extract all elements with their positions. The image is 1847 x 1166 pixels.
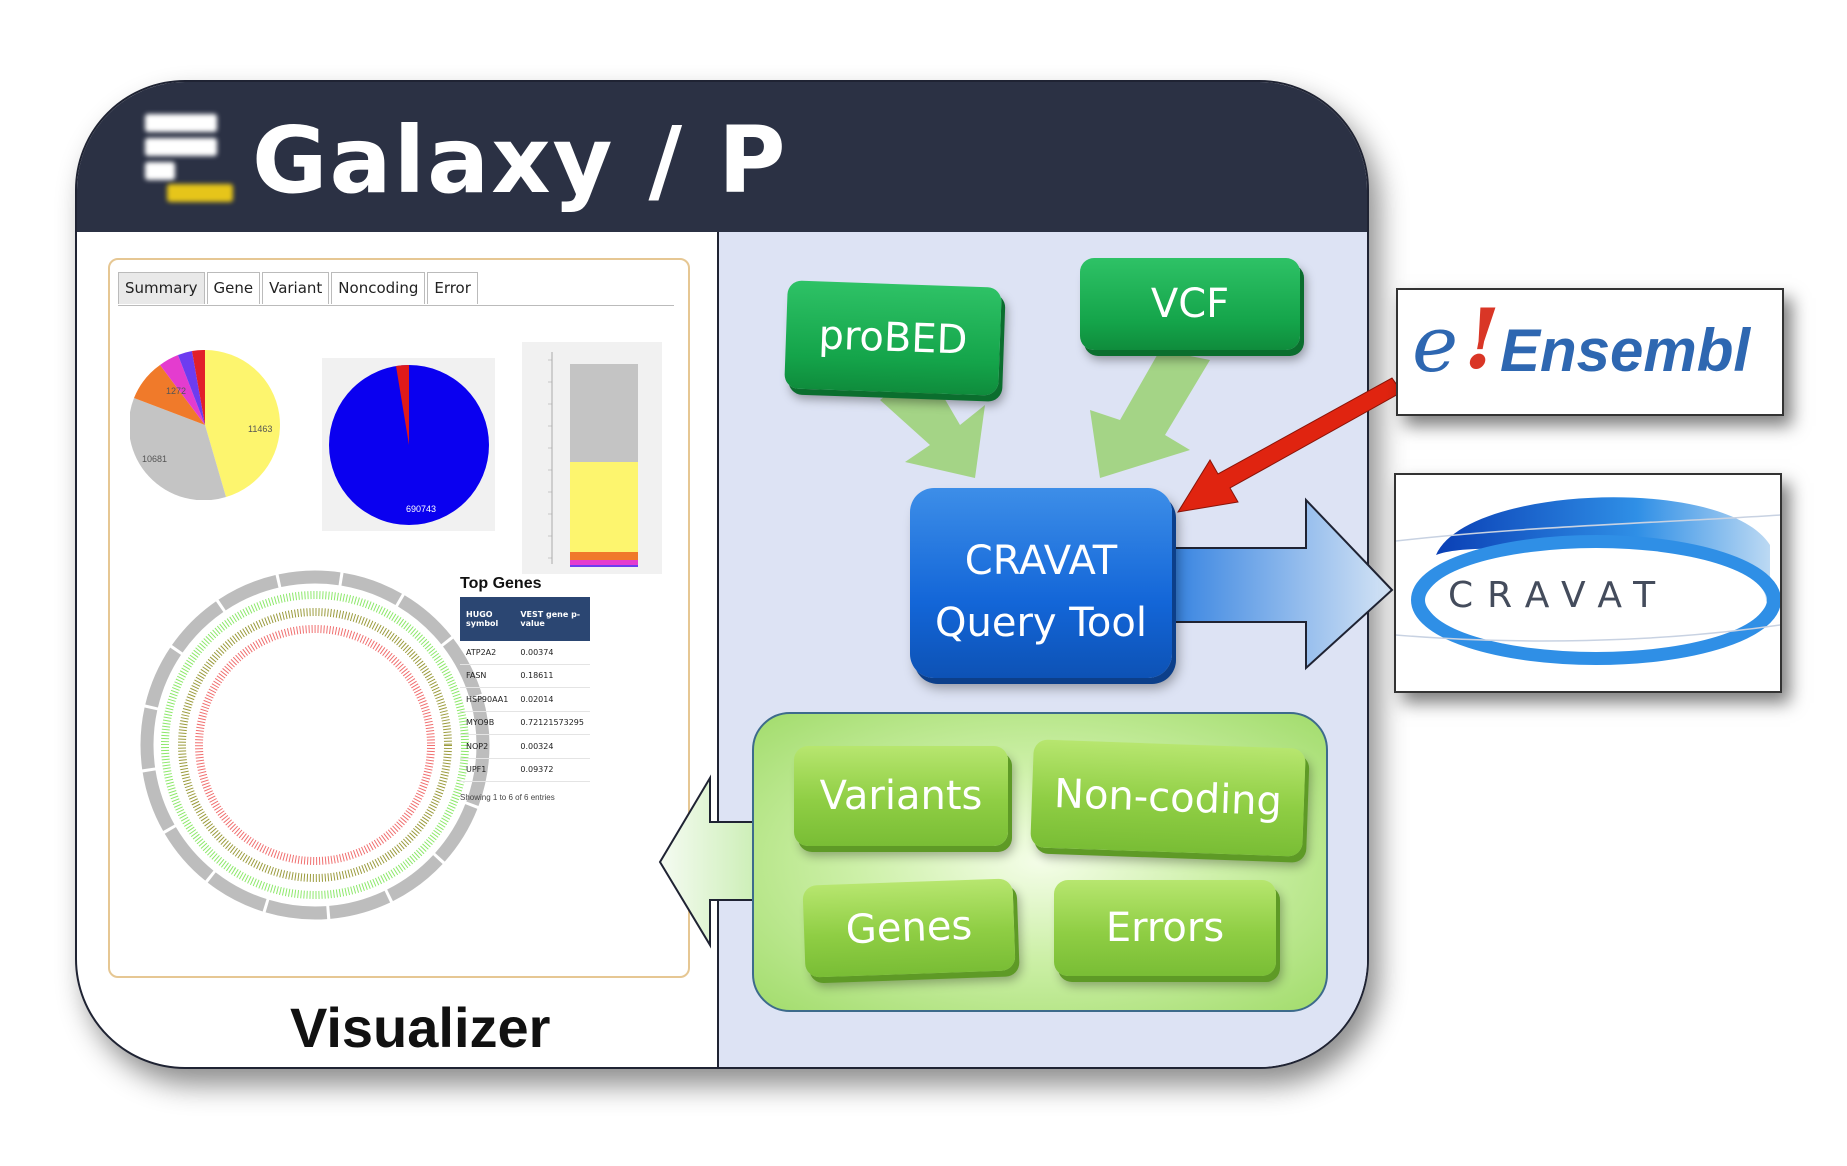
cravat-query-tool-box[interactable]: CRAVAT Query Tool	[910, 488, 1172, 678]
pie-label-1272: 1272	[166, 386, 186, 396]
track-olive	[178, 608, 452, 882]
top-genes-title: Top Genes	[460, 575, 542, 592]
cell-gene: ATP2A2	[460, 641, 515, 665]
visualizer-tabs: Summary Gene Variant Noncoding Error	[118, 272, 480, 304]
cell-pvalue: 0.00324	[514, 734, 590, 759]
column-header-hugo[interactable]: HUGO symbol	[460, 597, 515, 641]
pie-chart-summary: 11463 10681 1272	[130, 350, 280, 500]
pie-slice-gray	[130, 398, 226, 500]
visualizer-label: Visualizer	[290, 996, 551, 1059]
bar-segment-magenta	[570, 560, 638, 565]
cell-pvalue: 0.00374	[514, 641, 590, 665]
cell-pvalue: 0.18611	[514, 664, 590, 688]
cell-pvalue: 0.72121573295	[514, 711, 590, 735]
circos-center	[209, 639, 421, 851]
pie-slice-red	[396, 364, 409, 445]
tab-error[interactable]: Error	[427, 272, 478, 304]
table-footer: Showing 1 to 6 of 6 entries	[460, 793, 555, 802]
cell-gene: MYO9B	[460, 711, 515, 735]
ensembl-wordmark: Ensembl	[1500, 317, 1751, 384]
visualizer-card: Summary Gene Variant Noncoding Error 114…	[108, 258, 690, 978]
arrow-tool-to-cravat	[1159, 497, 1394, 671]
ensembl-logo-box: e ! Ensembl	[1396, 288, 1784, 416]
tab-variant[interactable]: Variant	[262, 272, 330, 304]
genes-output-box[interactable]: Genes	[802, 878, 1016, 978]
cell-gene: FASN	[460, 664, 515, 688]
variants-output-box[interactable]: Variants	[794, 746, 1008, 846]
arrow-ensembl-to-tool	[1176, 377, 1403, 513]
pie-label-11463: 11463	[248, 424, 272, 434]
cell-pvalue: 0.09372	[514, 758, 590, 782]
pie-label-10681: 10681	[142, 454, 167, 464]
track-red	[195, 625, 435, 865]
cell-gene: NOP2	[460, 734, 515, 759]
column-header-vest[interactable]: VEST gene p-value	[514, 597, 590, 641]
cravat-swoosh-icon	[1396, 497, 1780, 665]
tab-divider	[118, 305, 674, 306]
errors-output-box[interactable]: Errors	[1054, 880, 1276, 976]
ensembl-e-glyph: e	[1412, 300, 1459, 390]
ensembl-bang-glyph: !	[1464, 292, 1500, 388]
pie-chart-2: 690743	[329, 364, 489, 525]
pie-slice-red	[192, 350, 205, 425]
arrow-probed-to-tool	[880, 365, 985, 478]
bar-segment-yellow	[570, 462, 638, 552]
tab-noncoding[interactable]: Noncoding	[331, 272, 426, 304]
stacked-bar-chart	[548, 352, 638, 567]
tab-gene[interactable]: Gene	[206, 272, 261, 304]
bar-segment-gray	[570, 364, 638, 462]
cell-gene: HSP90AA1	[460, 687, 515, 712]
arrow-results-to-visualizer	[658, 774, 767, 949]
pie-slice-magenta	[160, 355, 205, 425]
app-title: Galaxy / P	[252, 107, 788, 214]
cravat-query-tool-label: CRAVAT Query Tool	[935, 538, 1147, 646]
vcf-input-box[interactable]: VCF	[1080, 258, 1300, 350]
cravat-logo-box: CRAVAT	[1394, 473, 1782, 693]
bar-segment-orange	[570, 552, 638, 560]
noncoding-output-box[interactable]: Non-coding	[1030, 739, 1306, 857]
pie-slice-orange	[134, 365, 205, 425]
bar-segment-purple	[570, 565, 638, 567]
cell-gene: UPF1	[460, 758, 515, 782]
cell-pvalue: 0.02014	[514, 687, 590, 712]
pie-slice-purple	[178, 351, 205, 425]
pie-slice-yellow	[205, 350, 280, 497]
pie-label-690743: 690743	[406, 504, 436, 514]
cravat-wordmark: CRAVAT	[1448, 575, 1670, 616]
header-bar: Galaxy / P	[77, 82, 1367, 232]
probed-input-box[interactable]: proBED	[784, 280, 1002, 396]
tab-summary[interactable]: Summary	[118, 272, 205, 304]
arrow-vcf-to-tool	[1090, 350, 1210, 478]
